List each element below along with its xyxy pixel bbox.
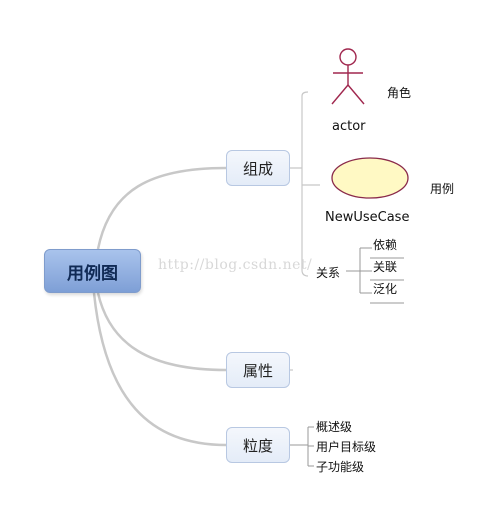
granularity-item[interactable]: 子功能级 <box>316 460 365 474</box>
relation-item[interactable]: 关联 <box>373 260 398 274</box>
connector-root-attributes <box>96 292 227 372</box>
root-node[interactable]: 用例图 <box>44 249 141 293</box>
connector-root-composition <box>96 166 227 250</box>
branch-composition[interactable]: 组成 <box>226 150 290 186</box>
usecase-caption: NewUseCase <box>325 210 410 225</box>
relation-item[interactable]: 泛化 <box>373 282 398 296</box>
connector-root-granularity <box>92 292 227 447</box>
branch-granularity[interactable]: 粒度 <box>226 427 290 463</box>
usecase-label[interactable]: 用例 <box>430 182 455 196</box>
usecase-ellipse-icon <box>331 157 409 199</box>
bracket-composition <box>289 91 309 277</box>
watermark-text: http://blog.csdn.net/ <box>158 257 313 273</box>
bracket-relations <box>346 247 372 294</box>
bracket-granularity <box>289 426 314 467</box>
granularity-item[interactable]: 概述级 <box>316 420 353 434</box>
relation-item[interactable]: 依赖 <box>373 238 398 252</box>
actor-label[interactable]: 角色 <box>387 86 412 100</box>
branch-attributes[interactable]: 属性 <box>226 352 290 388</box>
granularity-item[interactable]: 用户目标级 <box>316 440 377 454</box>
actor-figure-icon <box>331 48 365 105</box>
actor-caption: actor <box>332 119 366 134</box>
relations-label[interactable]: 关系 <box>316 266 341 280</box>
